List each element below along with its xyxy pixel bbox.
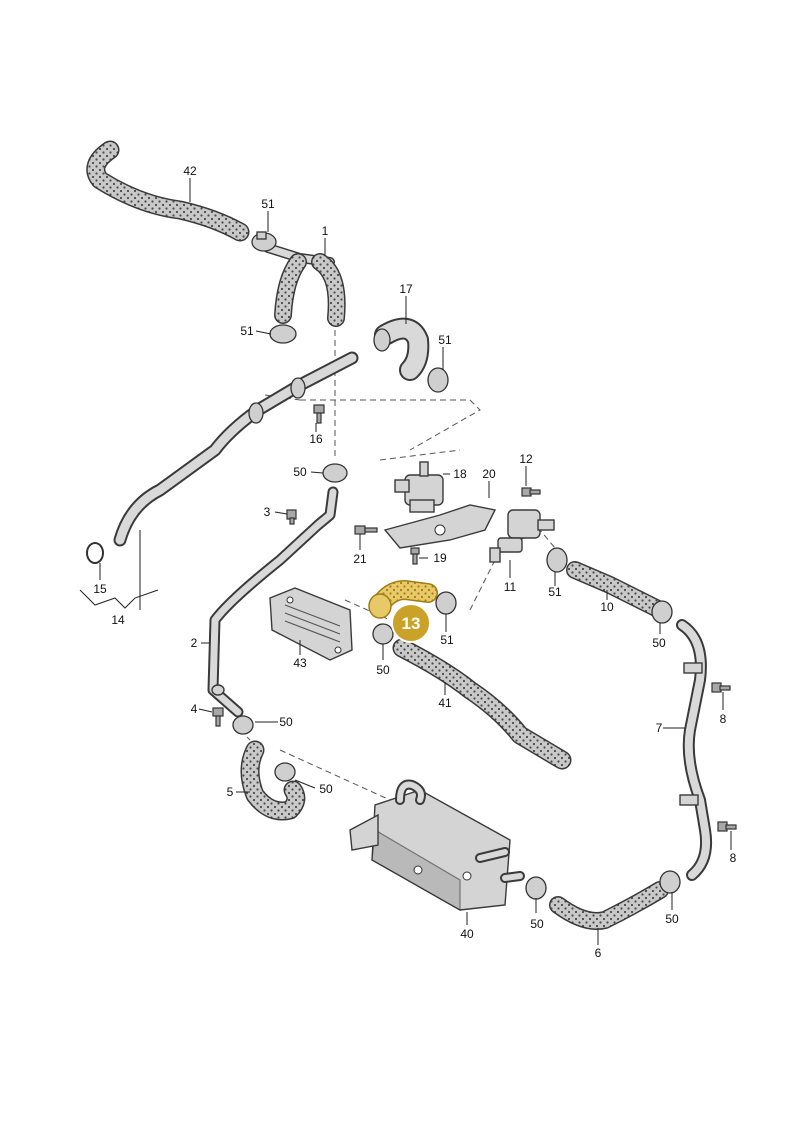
callout-10: 10 — [600, 600, 614, 614]
callout-19: 19 — [433, 551, 447, 565]
callout-50-b: 50 — [376, 663, 390, 677]
pipe-7 — [676, 619, 713, 881]
callout-51-hose10: 51 — [548, 585, 562, 599]
callout-labels: 42 51 1 17 51 51 16 50 18 20 12 3 21 19 … — [93, 164, 736, 960]
callout-41: 41 — [438, 696, 452, 710]
callout-40: 40 — [460, 927, 474, 941]
bolt-21 — [354, 525, 378, 535]
callout-20: 20 — [482, 467, 496, 481]
clamp-51-near-13 — [435, 591, 457, 615]
clamp-51-upper — [251, 231, 277, 252]
callout-2: 2 — [191, 636, 198, 650]
callout-6: 6 — [595, 946, 602, 960]
callout-12: 12 — [519, 452, 533, 466]
bolt-8-lower — [717, 821, 737, 832]
cooler-40 — [349, 779, 525, 912]
callout-7: 7 — [656, 721, 663, 735]
highlight-badge-13[interactable]: 13 — [391, 603, 431, 643]
callout-4: 4 — [191, 702, 198, 716]
callout-50-d: 50 — [279, 715, 293, 729]
elbow-17 — [373, 317, 430, 381]
callout-8-upper: 8 — [720, 712, 727, 726]
bolt-12 — [521, 487, 541, 497]
bolt-3 — [286, 509, 297, 525]
clamp-50-hose5-top — [232, 715, 254, 735]
y-connector-1 — [263, 243, 346, 327]
callout-11: 11 — [504, 580, 517, 594]
callout-16: 16 — [309, 432, 323, 446]
callout-43: 43 — [293, 656, 307, 670]
callout-5: 5 — [227, 785, 234, 799]
pump-18 — [394, 461, 444, 513]
clamp-50-hose6-right — [659, 870, 681, 894]
callout-50-g: 50 — [665, 912, 679, 926]
callout-15: 15 — [93, 582, 107, 596]
callout-21: 21 — [353, 552, 367, 566]
pipe-14 — [113, 351, 359, 547]
valve-11 — [489, 509, 555, 563]
callout-51-near-13: 51 — [440, 633, 454, 647]
callout-51-right: 51 — [438, 333, 452, 347]
callout-50-e: 50 — [319, 782, 333, 796]
clamp-51-right — [427, 367, 449, 393]
hose-10 — [566, 561, 669, 619]
bolt-8-upper — [711, 682, 731, 693]
clamp-51-left — [269, 324, 297, 344]
callout-51-left: 51 — [240, 324, 254, 338]
pipe-2 — [207, 463, 348, 718]
bolt-19 — [410, 547, 420, 565]
callout-8-lower: 8 — [730, 851, 737, 865]
callout-42: 42 — [183, 164, 197, 178]
callout-50-f: 50 — [530, 917, 544, 931]
callout-50-c: 50 — [652, 636, 666, 650]
callout-3: 3 — [264, 505, 271, 519]
badge-13-label: 13 — [402, 614, 421, 633]
hose-42 — [86, 140, 250, 242]
clamp-50-hose5-right — [274, 762, 296, 782]
bolt-4 — [212, 707, 224, 727]
callout-14: 14 — [111, 613, 125, 627]
hose-6 — [549, 881, 669, 930]
leader-lines — [79, 178, 732, 945]
clamp-51-hose10 — [546, 547, 568, 573]
o-ring-15 — [86, 542, 104, 564]
bolt-16 — [313, 404, 325, 424]
callout-50-a: 50 — [293, 465, 307, 479]
callout-51-upper: 51 — [261, 197, 275, 211]
clamp-50-hose10 — [651, 600, 673, 624]
hose-41 — [392, 638, 572, 770]
callout-17: 17 — [399, 282, 413, 296]
clamp-50-near-43 — [372, 623, 394, 645]
callout-18: 18 — [453, 467, 467, 481]
hose-5 — [240, 740, 306, 821]
callout-1: 1 — [322, 224, 329, 238]
elbow-13-highlighted — [368, 579, 438, 619]
clamp-50-hose6-left — [525, 876, 547, 900]
bracket-20 — [383, 504, 497, 549]
oil-cooler-43 — [269, 587, 353, 661]
